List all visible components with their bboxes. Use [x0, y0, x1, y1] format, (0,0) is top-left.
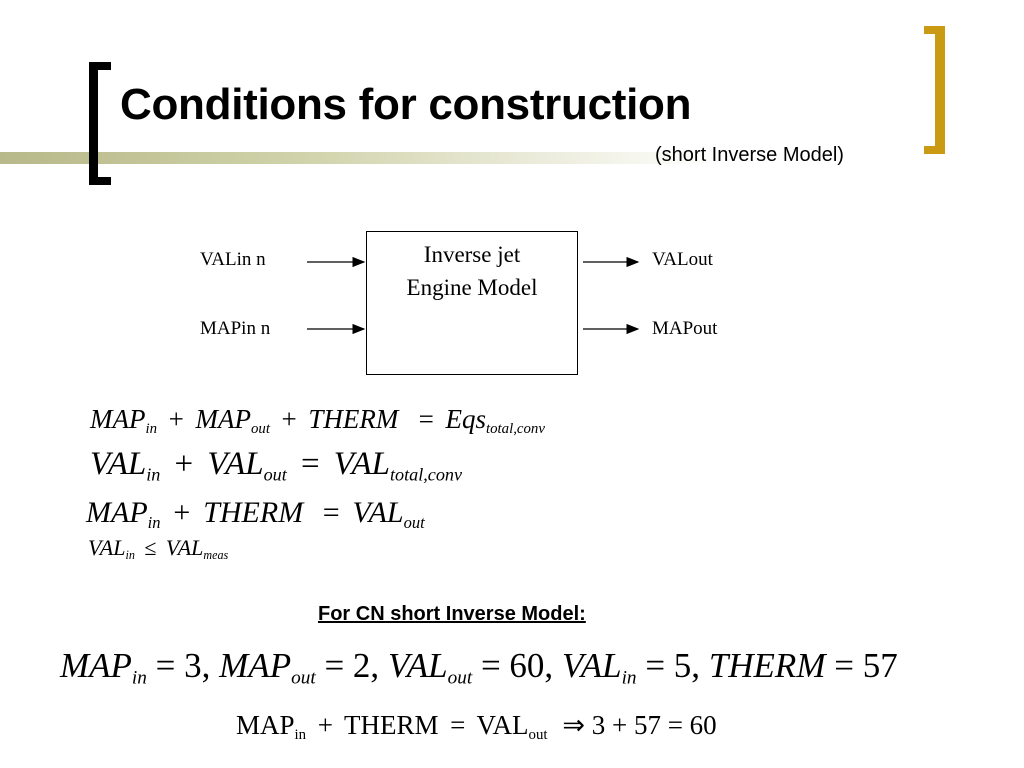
- equation-cn-values: MAPin = 3, MAPout = 2, VALout = 60, VALi…: [60, 646, 898, 689]
- equation-val-total: VALin + VALout = VALtotal,conv: [90, 446, 462, 483]
- eq5-value: = 60,: [480, 646, 554, 685]
- eq6-sub: out: [528, 727, 548, 744]
- eq1-sub: in: [145, 421, 158, 438]
- eq5-sub: out: [447, 667, 473, 689]
- eq4-sub: in: [125, 548, 135, 563]
- eq3-term: THERM: [203, 496, 304, 529]
- slide-subtitle: (short Inverse Model): [655, 144, 844, 166]
- output-mapout-label: MAPout: [652, 318, 718, 339]
- left-bracket-top: [89, 62, 111, 70]
- model-box-line1: Inverse jet: [423, 242, 521, 267]
- right-bracket-top: [924, 26, 945, 34]
- eq6-term: VAL: [476, 710, 529, 740]
- eq5-sub: in: [621, 667, 637, 689]
- eq1-term: THERM: [308, 404, 399, 434]
- eq1-term: MAP: [90, 404, 146, 434]
- eq3-sub: out: [403, 512, 425, 532]
- eq1-op: +: [168, 404, 184, 434]
- eq2-op: +: [174, 446, 194, 482]
- eq4-term: VAL: [88, 535, 126, 560]
- output-valout-label: VALout: [652, 249, 713, 270]
- eq3-term: VAL: [352, 496, 404, 529]
- cn-section-heading: For CN short Inverse Model:: [318, 603, 586, 625]
- eq1-op: =: [418, 404, 434, 434]
- inverse-model-box: Inverse jet Engine Model: [366, 231, 578, 375]
- title-underline-bar: [0, 152, 720, 164]
- eq1-op: +: [281, 404, 297, 434]
- eq2-term: VAL: [207, 446, 264, 482]
- eq5-value: = 2,: [324, 646, 380, 685]
- equation-map-therm: MAPin + THERM = VALout: [86, 496, 425, 532]
- eq1-term: Eqs: [445, 404, 486, 434]
- eq5-term: MAP: [60, 646, 132, 685]
- input-mapin-label: MAPin n: [200, 318, 271, 339]
- eq1-sub: total,conv: [485, 421, 545, 438]
- eq2-op: =: [300, 446, 320, 482]
- eq2-sub: out: [263, 464, 287, 485]
- eq4-sub: meas: [203, 548, 229, 563]
- right-bracket-bottom: [924, 146, 945, 154]
- eq2-term: VAL: [90, 446, 147, 482]
- eq5-term: THERM: [708, 646, 826, 685]
- eq6-op: +: [317, 710, 333, 740]
- eq4-term: VAL: [165, 535, 204, 560]
- left-bracket-bottom: [89, 177, 111, 185]
- eq4-op: ≤: [144, 535, 157, 560]
- eq5-value: = 5,: [645, 646, 701, 685]
- eq5-value: = 57: [834, 646, 898, 685]
- left-bracket: [89, 62, 98, 185]
- eq5-sub: in: [131, 667, 147, 689]
- slide-title: Conditions for construction: [120, 80, 692, 129]
- eq3-op: +: [173, 496, 191, 529]
- eq5-sub: out: [291, 667, 316, 689]
- eq5-term: VAL: [561, 646, 622, 685]
- eq5-value: = 3,: [155, 646, 211, 685]
- equation-val-meas: VALin ≤ VALmeas: [88, 535, 228, 561]
- eq6-op: =: [450, 710, 466, 740]
- input-valin-label: VALin n: [200, 249, 266, 270]
- eq2-sub: total,conv: [390, 464, 463, 485]
- eq3-sub: in: [147, 512, 161, 532]
- eq6-term: MAP: [236, 710, 295, 740]
- eq2-sub: in: [146, 464, 161, 485]
- eq3-op: =: [322, 496, 340, 529]
- eq6-result: ⇒ 3 + 57 = 60: [562, 710, 717, 740]
- eq6-term: THERM: [344, 710, 439, 740]
- right-bracket: [935, 26, 945, 154]
- model-box-line2: Engine Model: [406, 275, 538, 300]
- eq2-term: VAL: [333, 446, 391, 482]
- eq3-term: MAP: [86, 496, 148, 529]
- eq5-term: VAL: [387, 646, 448, 685]
- eq6-sub: in: [294, 727, 307, 744]
- eq1-sub: out: [250, 421, 270, 438]
- eq1-term: MAP: [195, 404, 251, 434]
- equation-cn-result: MAPin + THERM = VALout ⇒ 3 + 57 = 60: [236, 710, 717, 744]
- eq5-term: MAP: [219, 646, 292, 685]
- equation-map-eqs: MAPin + MAPout + THERM = Eqstotal,conv: [90, 404, 545, 438]
